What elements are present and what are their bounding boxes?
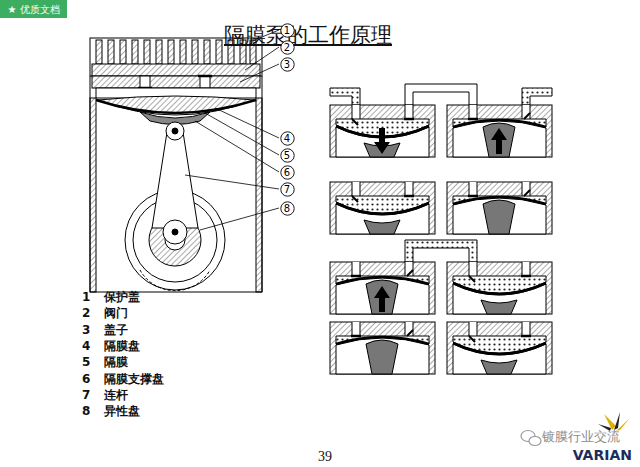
part-name: 隔膜	[104, 355, 128, 369]
callout-circle: 8	[280, 201, 295, 216]
watermark: 镀膜行业交流	[542, 429, 620, 445]
callout-number: 6	[284, 167, 290, 178]
part-name: 隔膜盘	[104, 339, 140, 353]
callout-circle: 1	[280, 23, 295, 38]
callout-number: 4	[284, 133, 290, 144]
part-name: 保护盖	[104, 290, 140, 304]
callout-number: 7	[284, 184, 290, 195]
callout-number: 2	[284, 42, 290, 53]
callout-number: 8	[284, 203, 290, 214]
brand-logo-text: VARIAN	[573, 447, 632, 464]
part-number: 3	[82, 323, 90, 337]
callout-number: 1	[284, 25, 290, 36]
part-name: 异性盘	[104, 404, 140, 418]
slide-title: 隔膜泵的工作原理	[0, 21, 616, 49]
callout-circle: 2	[280, 40, 295, 55]
callout-circle: 6	[280, 165, 295, 180]
header-badge: ★ 优质文档	[0, 0, 67, 18]
part-number: 7	[82, 388, 90, 402]
callout-number: 5	[284, 150, 290, 161]
part-number: 8	[82, 404, 90, 418]
part-name: 连杆	[104, 388, 128, 402]
part-name: 隔膜支撑盘	[104, 372, 164, 386]
callout-circle: 7	[280, 182, 295, 197]
part-number: 2	[82, 306, 90, 320]
part-number: 6	[82, 372, 90, 386]
callout-circle: 3	[280, 57, 295, 72]
part-number: 5	[82, 355, 90, 369]
page-number: 39	[318, 449, 332, 466]
part-number: 1	[82, 290, 90, 304]
part-name: 阀门	[104, 306, 128, 320]
callout-circle: 5	[280, 148, 295, 163]
callout-number: 3	[284, 59, 290, 70]
badge-text: ★ 优质文档	[7, 4, 59, 15]
part-number: 4	[82, 339, 90, 353]
part-name: 盖子	[104, 323, 128, 337]
callout-circle: 4	[280, 131, 295, 146]
